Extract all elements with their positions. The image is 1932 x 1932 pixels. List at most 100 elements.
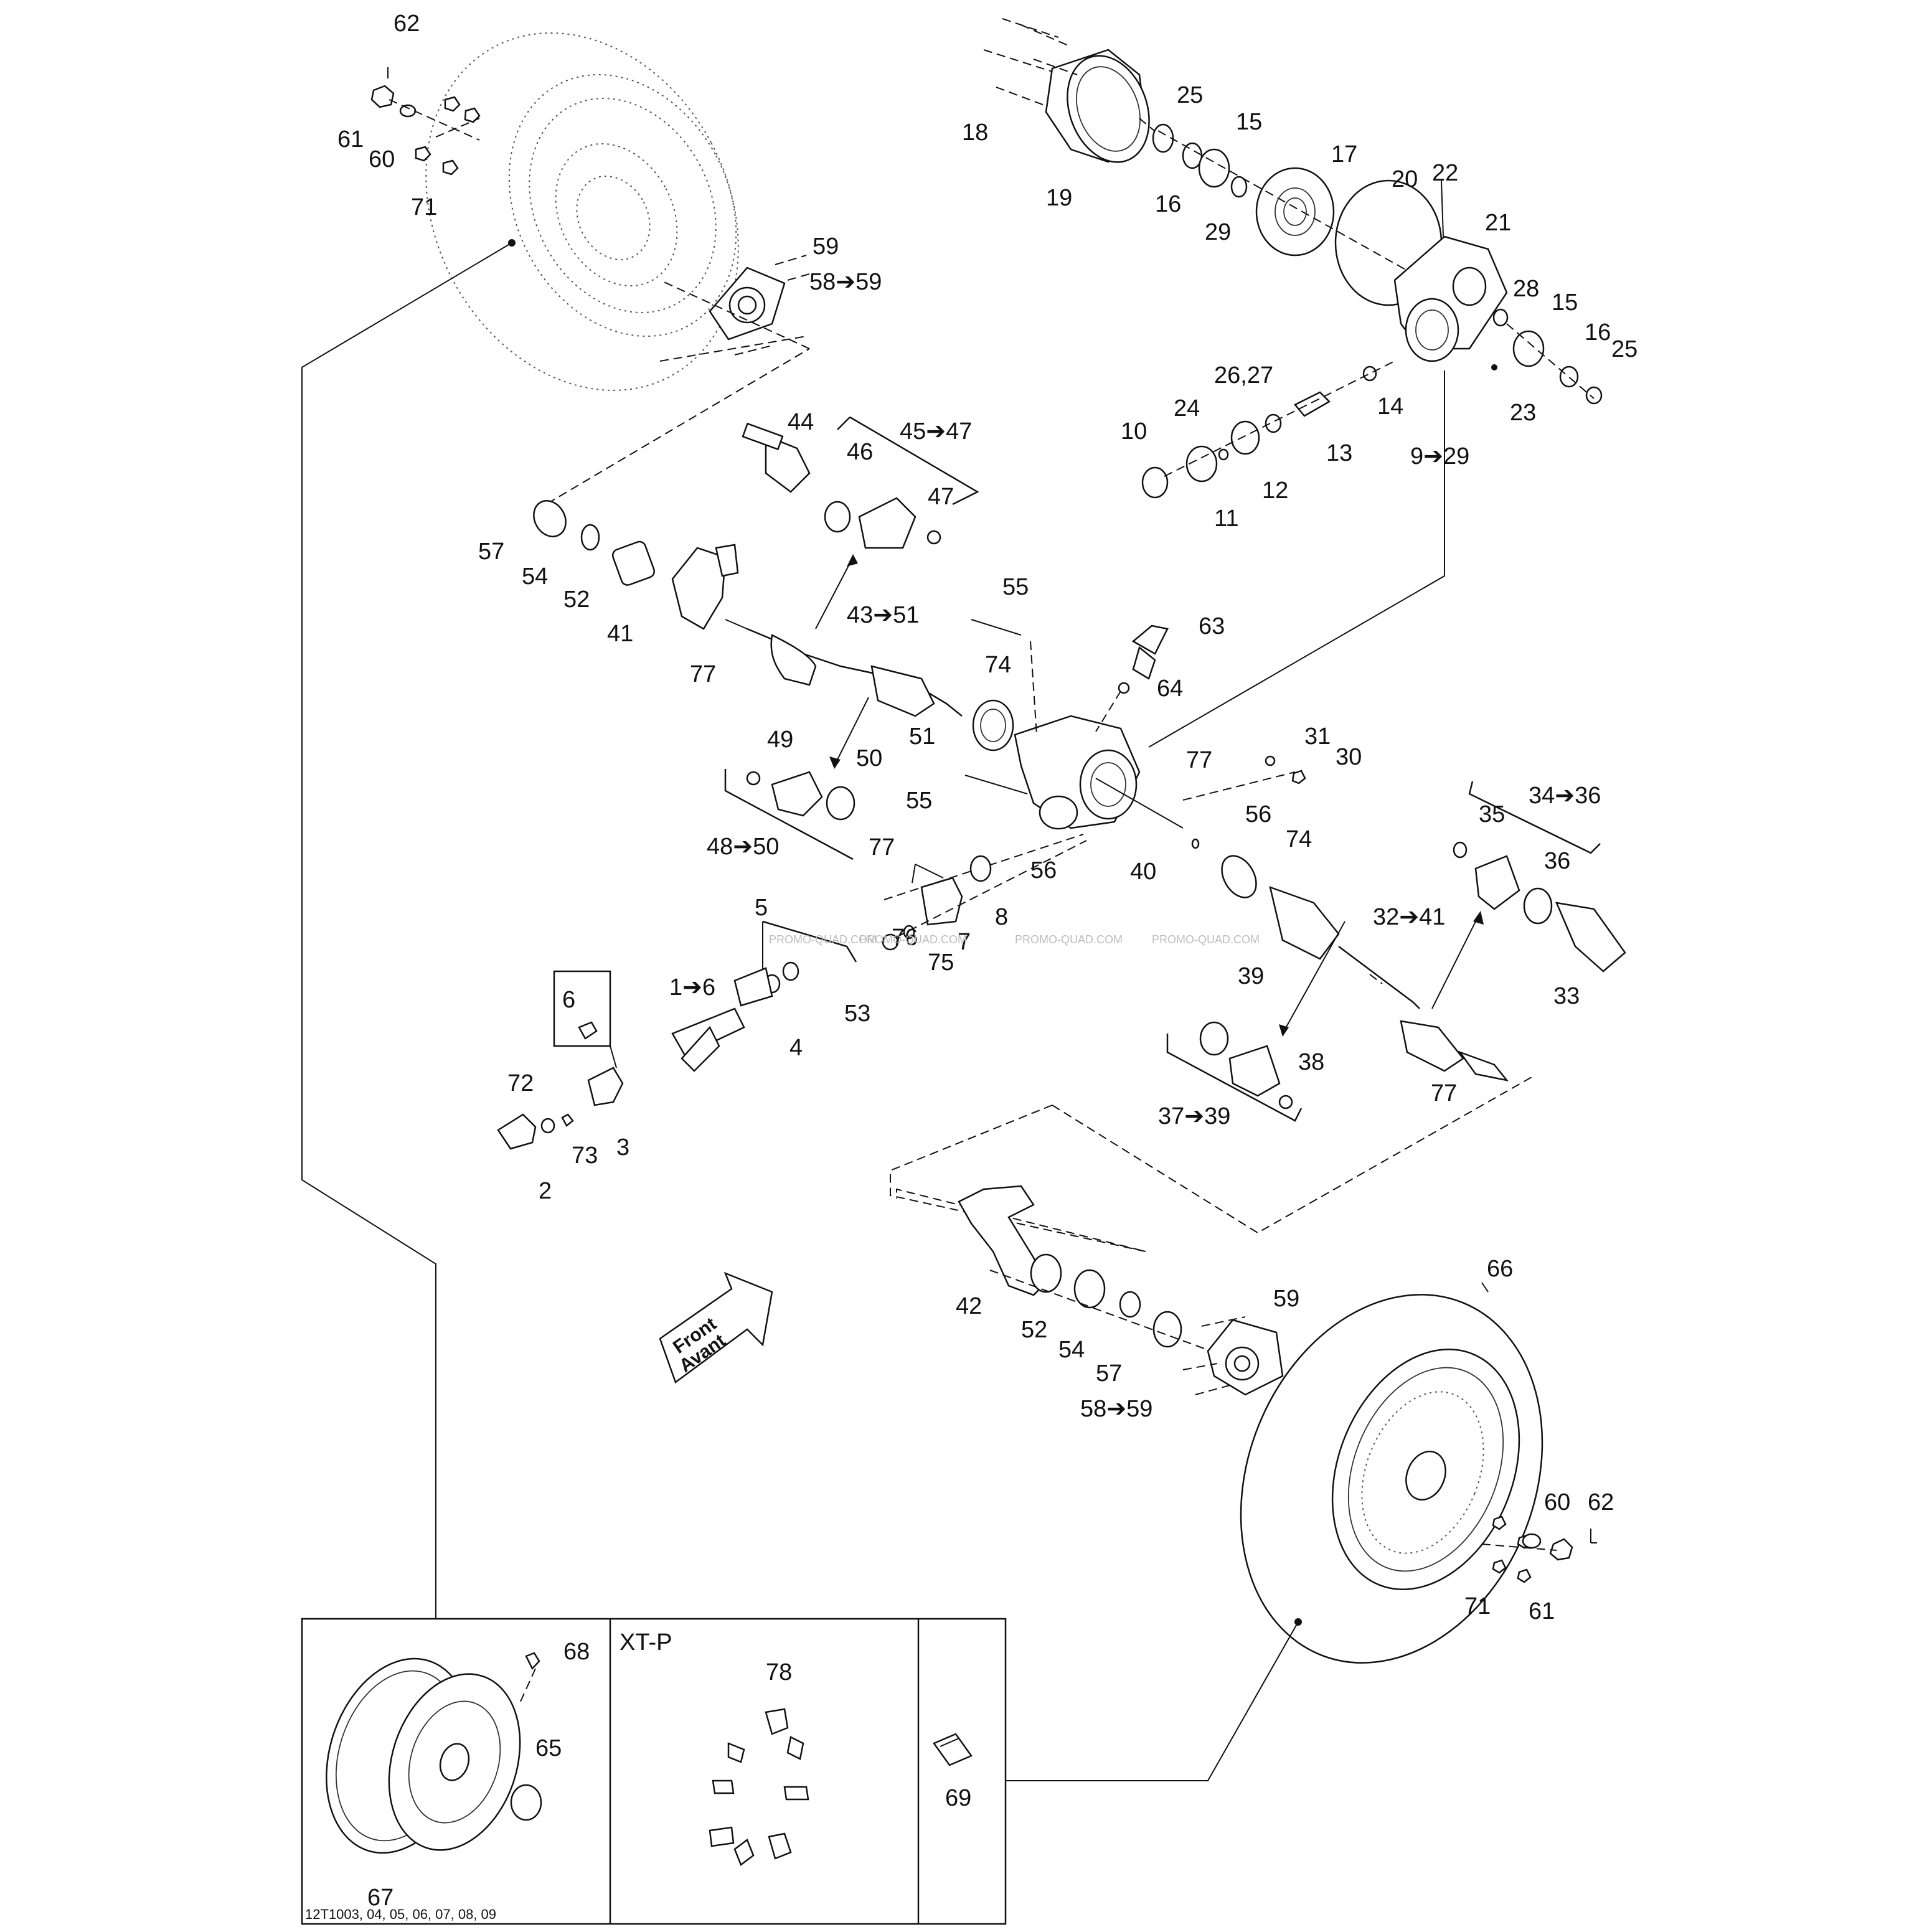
- propeller-shaft-front: [671, 920, 857, 1072]
- callout-32-41: 32➔41: [1373, 904, 1445, 930]
- callout-9-29: 9➔29: [1410, 443, 1469, 469]
- callout-4: 4: [789, 1035, 803, 1061]
- drawing-code: 12T1003, 04, 05, 06, 07, 08, 09: [305, 1906, 496, 1922]
- callout-25: 25: [1177, 82, 1203, 108]
- differential-housing-main: [1393, 180, 1603, 405]
- callout-65: 65: [535, 1735, 562, 1761]
- callout-78: 78: [766, 1659, 792, 1685]
- callout-72: 72: [507, 1070, 534, 1096]
- callout-75: 75: [928, 950, 954, 976]
- callout-48-50: 48➔50: [707, 834, 779, 860]
- upper-shaft-boot: [742, 416, 979, 549]
- breather-hose: [1095, 624, 1169, 732]
- wheel-hub-top: [659, 255, 810, 362]
- callout-7: 7: [958, 929, 971, 955]
- callout-49: 49: [767, 727, 793, 753]
- callout-numbers: 62 61 60 71 59 58➔59 25 15 18 19 16 17 2…: [337, 11, 1637, 1911]
- callout-38: 38: [1298, 1049, 1324, 1075]
- callout-59b: 59: [1273, 1286, 1299, 1312]
- callout-76: 76: [892, 925, 918, 951]
- watermark-1: PROMO-QUAD.COM: [769, 933, 877, 946]
- callout-20: 20: [1392, 166, 1418, 192]
- callout-42: 42: [956, 1293, 982, 1319]
- vent-fitting: [1182, 755, 1306, 801]
- wheel-hub-bottom: [1182, 1316, 1284, 1396]
- callout-36: 36: [1544, 848, 1570, 874]
- lug-hardware-top: [370, 67, 481, 176]
- callout-54: 54: [522, 563, 548, 590]
- watermark-2: PROMO-QUAD.COM: [859, 933, 967, 946]
- callout-77a: 77: [690, 661, 716, 687]
- callout-5: 5: [755, 895, 768, 921]
- callout-77c: 77: [869, 834, 895, 860]
- callout-15: 15: [1236, 109, 1262, 135]
- right-lower-boot-kit: [1166, 1021, 1303, 1122]
- drive-shaft-coupling: [882, 834, 1087, 951]
- callout-2: 2: [539, 1178, 552, 1204]
- callout-45-47: 45➔47: [900, 418, 972, 445]
- callout-77b: 77: [1186, 747, 1212, 773]
- callout-23: 23: [1510, 400, 1536, 426]
- callout-15b: 15: [1552, 290, 1578, 316]
- inset-label-xtp: XT-P: [620, 1629, 672, 1656]
- callout-54b: 54: [1058, 1337, 1085, 1363]
- callout-26-27: 26,27: [1214, 362, 1273, 389]
- callout-57: 57: [478, 539, 504, 565]
- callout-1-6: 1➔6: [669, 974, 715, 1001]
- callout-35: 35: [1479, 801, 1505, 827]
- callout-61b: 61: [1529, 1598, 1555, 1624]
- callout-55: 55: [1002, 574, 1029, 600]
- callout-71: 71: [411, 194, 437, 220]
- callout-46: 46: [847, 439, 873, 465]
- pinion-assembly: [1141, 360, 1395, 499]
- callout-10: 10: [1121, 418, 1147, 445]
- callout-77d: 77: [1431, 1080, 1457, 1106]
- callout-34-36: 34➔36: [1529, 783, 1601, 809]
- right-boot-kit: [1453, 781, 1626, 973]
- callout-40: 40: [1130, 859, 1156, 885]
- callout-25b: 25: [1611, 336, 1637, 362]
- callout-74b: 74: [1286, 826, 1312, 852]
- callout-31: 31: [1304, 723, 1331, 750]
- callout-55b: 55: [906, 788, 932, 814]
- front-differential: [964, 619, 1141, 830]
- callout-61: 61: [337, 126, 364, 153]
- leader-wheel-to-inset: [301, 242, 512, 1619]
- callout-16b: 16: [1585, 319, 1611, 346]
- inset-panel: [301, 1618, 1007, 1925]
- differential-housing-cover: [983, 18, 1159, 163]
- callout-68: 68: [563, 1639, 590, 1665]
- callout-44: 44: [788, 409, 814, 435]
- leader-929: [1148, 370, 1445, 748]
- callout-37-39: 37➔39: [1158, 1103, 1230, 1129]
- callout-13: 13: [1326, 440, 1352, 466]
- callout-52: 52: [563, 587, 590, 613]
- watermark-3: PROMO-QUAD.COM: [1015, 933, 1123, 946]
- callout-57b: 57: [1096, 1360, 1122, 1387]
- callout-12: 12: [1262, 478, 1288, 504]
- callout-64: 64: [1157, 676, 1183, 702]
- callout-8: 8: [995, 904, 1008, 930]
- lower-suspension-arm: [958, 1185, 1246, 1364]
- alloy-rim: [326, 1652, 542, 1854]
- dashed-boundary-lower: [890, 1105, 1146, 1252]
- xtp-bumper-clips: [709, 1708, 809, 1866]
- watermark-4: PROMO-QUAD.COM: [1152, 933, 1260, 946]
- callout-51: 51: [909, 723, 935, 750]
- front-left-wheel: [425, 32, 739, 391]
- callout-17: 17: [1331, 141, 1357, 167]
- callout-22: 22: [1432, 160, 1458, 186]
- callout-14: 14: [1377, 393, 1403, 420]
- callout-50: 50: [856, 745, 882, 771]
- callout-71b: 71: [1464, 1593, 1491, 1619]
- rear-right-wheel: [1240, 1294, 1543, 1664]
- callout-30: 30: [1336, 744, 1362, 770]
- right-drive-shaft: [1095, 778, 1509, 1081]
- callout-74: 74: [985, 652, 1011, 678]
- callout-66: 66: [1487, 1256, 1513, 1282]
- gear-and-bearings-top: [1152, 123, 1443, 306]
- decal-sheet: [933, 1733, 973, 1766]
- callout-73: 73: [572, 1143, 598, 1169]
- callout-58-59: 58➔59: [809, 269, 882, 295]
- callout-53: 53: [844, 1001, 870, 1027]
